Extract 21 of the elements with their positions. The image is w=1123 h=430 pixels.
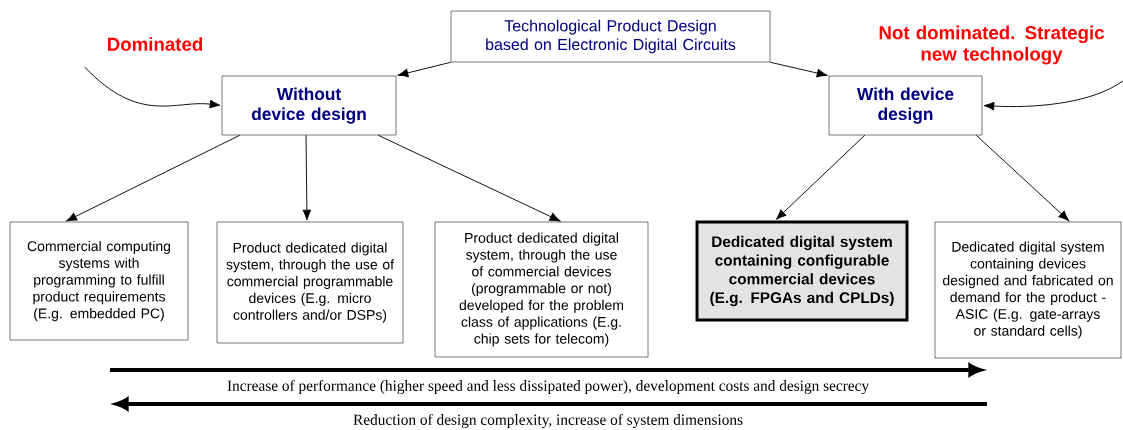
caption-text: Increase of performance (higher speed and less dissipated power), development costs and design secrecy	[227, 379, 870, 395]
highlighted-box: Dedicated digital system containing configurable commercial devices (E.g. FPGAs and CPLDs)	[695, 220, 909, 322]
arrow	[397, 61, 452, 78]
arrow	[66, 134, 241, 222]
annotation-text: Not dominated. Strategic new technology	[879, 25, 1104, 65]
process-box: Without device design	[221, 75, 397, 136]
annotation-text: Dominated	[108, 37, 202, 51]
arrow	[769, 61, 828, 78]
process-box: With device design	[828, 75, 983, 136]
process-box: Product dedicated digital system, through the use of commercial devices (programmable or not) developed for the problem class of applications (E.g. chip sets for telecom)	[434, 221, 649, 358]
process-box: Dedicated digital system containing devices designed and fabricated on demand for the product - ASIC (E.g. gate-arrays or standard cells)	[934, 221, 1122, 359]
arrow	[84, 66, 221, 109]
process-box: Commercial computing systems with programming to fulfill product requirements (E.g. embedded PC)	[9, 221, 189, 341]
arrow	[377, 134, 561, 222]
arrow	[975, 134, 1070, 221]
process-box: Technological Product Design based on Electronic Digital Circuits	[450, 10, 771, 63]
arrow	[983, 80, 1123, 111]
caption-text: Reduction of design complexity, increase of system dimensions	[353, 413, 743, 429]
arrow	[775, 134, 866, 220]
arrow	[302, 134, 312, 221]
process-box: Product dedicated digital system, through the use of commercial programmable devices (E.g. micro controllers and/or DSPs)	[216, 221, 404, 344]
